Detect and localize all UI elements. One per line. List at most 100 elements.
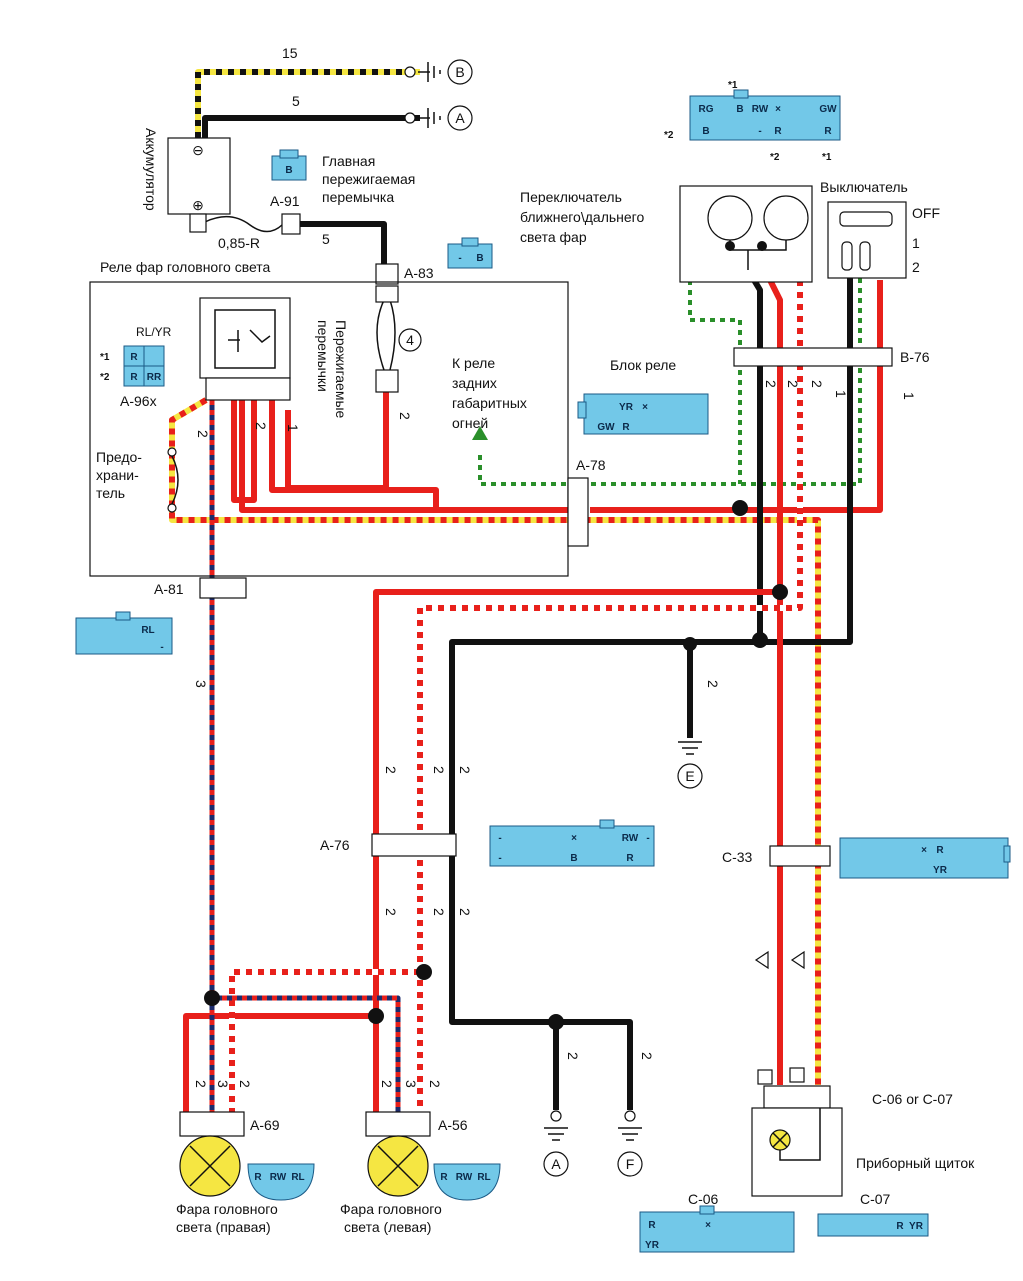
battery: ⊖ ⊕ Аккумулятор (143, 128, 231, 233)
switch-label: Выключатель (820, 179, 908, 195)
fusible-link-block (375, 369, 399, 393)
relay-block-label: Блок реле (610, 357, 676, 373)
svg-text:B: B (455, 64, 464, 80)
pinout-main-fuse: B (271, 149, 307, 181)
connector-a69 (179, 1111, 245, 1137)
cluster-code: C-06 or C-07 (872, 1091, 953, 1107)
wire-battery-a91 (204, 216, 283, 233)
tail-relay-3: габаритных (452, 395, 527, 411)
wn: 2 (705, 680, 721, 688)
svg-text:A: A (551, 1156, 561, 1172)
svg-text:×: × (775, 104, 781, 115)
svg-text:-: - (458, 253, 461, 264)
wn: 2 (237, 1080, 253, 1088)
wn: 2 (763, 380, 779, 388)
lamp-right-2: света (правая) (176, 1219, 271, 1235)
wn: 2 (457, 908, 473, 916)
lamp-left-2: света (левая) (344, 1219, 431, 1235)
wire-dimmer-rw (417, 280, 803, 1112)
wn: 2 (427, 1080, 443, 1088)
wn: 1 (833, 390, 849, 398)
relay-head-label: Реле фар головного света (100, 259, 271, 275)
pinout-c33: × R YR (839, 837, 1011, 879)
pinout-a81: RL - (75, 611, 173, 655)
connector-a81 (199, 577, 247, 599)
svg-text:B: B (702, 126, 709, 137)
wn: 2 (397, 412, 413, 420)
wn: 2 (379, 1080, 395, 1088)
svg-text:RL: RL (291, 1172, 304, 1183)
wn: 2 (565, 1052, 581, 1060)
dimmer-switch (679, 185, 813, 283)
svg-text:B: B (476, 253, 483, 264)
wire-switch-black (449, 278, 853, 1110)
wn: 3 (403, 1080, 419, 1088)
tail-relay-arrow (472, 426, 488, 440)
wn: 2 (785, 380, 801, 388)
svg-text:F: F (626, 1156, 635, 1172)
star2-left: *2 (100, 372, 110, 383)
main-fuse-l1: Главная (322, 153, 375, 169)
svg-text:RW: RW (270, 1172, 287, 1183)
label-a76: A-76 (320, 837, 350, 853)
svg-text:RL: RL (141, 625, 154, 636)
wn: 2 (195, 430, 211, 438)
svg-text:×: × (921, 845, 927, 856)
wire-num-5b: 5 (322, 231, 330, 247)
battery-label: Аккумулятор (143, 128, 159, 211)
tail-relay-4: огней (452, 415, 488, 431)
svg-text:R: R (130, 372, 138, 383)
svg-text:YR: YR (909, 1221, 924, 1232)
svg-text:R: R (130, 352, 138, 363)
callout-circle-4 (398, 328, 422, 352)
svg-text:R: R (824, 126, 832, 137)
pinout-a76: - × RW - - B R (489, 819, 655, 867)
ground-b: B (404, 59, 473, 85)
ground-a-top: A (404, 105, 473, 131)
pinout-relay-block: YR × GW R (577, 393, 709, 435)
star1-bottom: *1 (822, 152, 832, 163)
fuse-label-3: тель (96, 485, 125, 501)
label-c33: C-33 (722, 849, 753, 865)
star1-left: *1 (100, 352, 110, 363)
label-085r: 0,85-R (218, 235, 260, 251)
wn: 2 (383, 908, 399, 916)
ground-f: F (617, 1110, 643, 1177)
headlight-relay (199, 297, 291, 401)
label-a69: A-69 (250, 1117, 280, 1133)
connector-a76 (371, 833, 457, 857)
svg-text:R: R (936, 845, 944, 856)
pinout-dimmer: RG B RW × GW B - R R (689, 89, 841, 141)
svg-text:Пережигаемые: Пережигаемые (333, 320, 349, 419)
connector-a78 (567, 477, 589, 547)
svg-text:×: × (571, 833, 577, 844)
label-a78: A-78 (576, 457, 606, 473)
svg-text:RW: RW (622, 833, 639, 844)
wn: 2 (431, 908, 447, 916)
wire-relay-out-3 (239, 400, 576, 513)
wn: 3 (193, 680, 209, 688)
tail-relay-1: К реле (452, 355, 495, 371)
label-a91: A-91 (270, 193, 300, 209)
junction-dot (772, 584, 788, 600)
svg-text:RW: RW (456, 1172, 473, 1183)
svg-text:B: B (285, 165, 292, 176)
wire-dimmer-green (688, 280, 742, 484)
junction-dot (683, 637, 697, 651)
a96x-top: RL/YR (136, 325, 172, 339)
svg-text:×: × (642, 402, 648, 413)
svg-text:RG: RG (699, 104, 714, 115)
wn: 2 (193, 1080, 209, 1088)
dimmer-label-1: Переключатель (520, 189, 622, 205)
wn: 2 (431, 766, 447, 774)
svg-text:R: R (896, 1221, 904, 1232)
svg-text:4: 4 (406, 332, 414, 348)
connector-a83-bottom (375, 285, 399, 303)
svg-text:⊖: ⊖ (192, 142, 204, 158)
label-c06: C-06 (688, 1191, 719, 1207)
ground-a-bottom: A (543, 1110, 569, 1177)
svg-text:×: × (705, 1220, 711, 1231)
label-a96x: A-96x (120, 393, 157, 409)
pinout-a83: - B (447, 237, 493, 269)
